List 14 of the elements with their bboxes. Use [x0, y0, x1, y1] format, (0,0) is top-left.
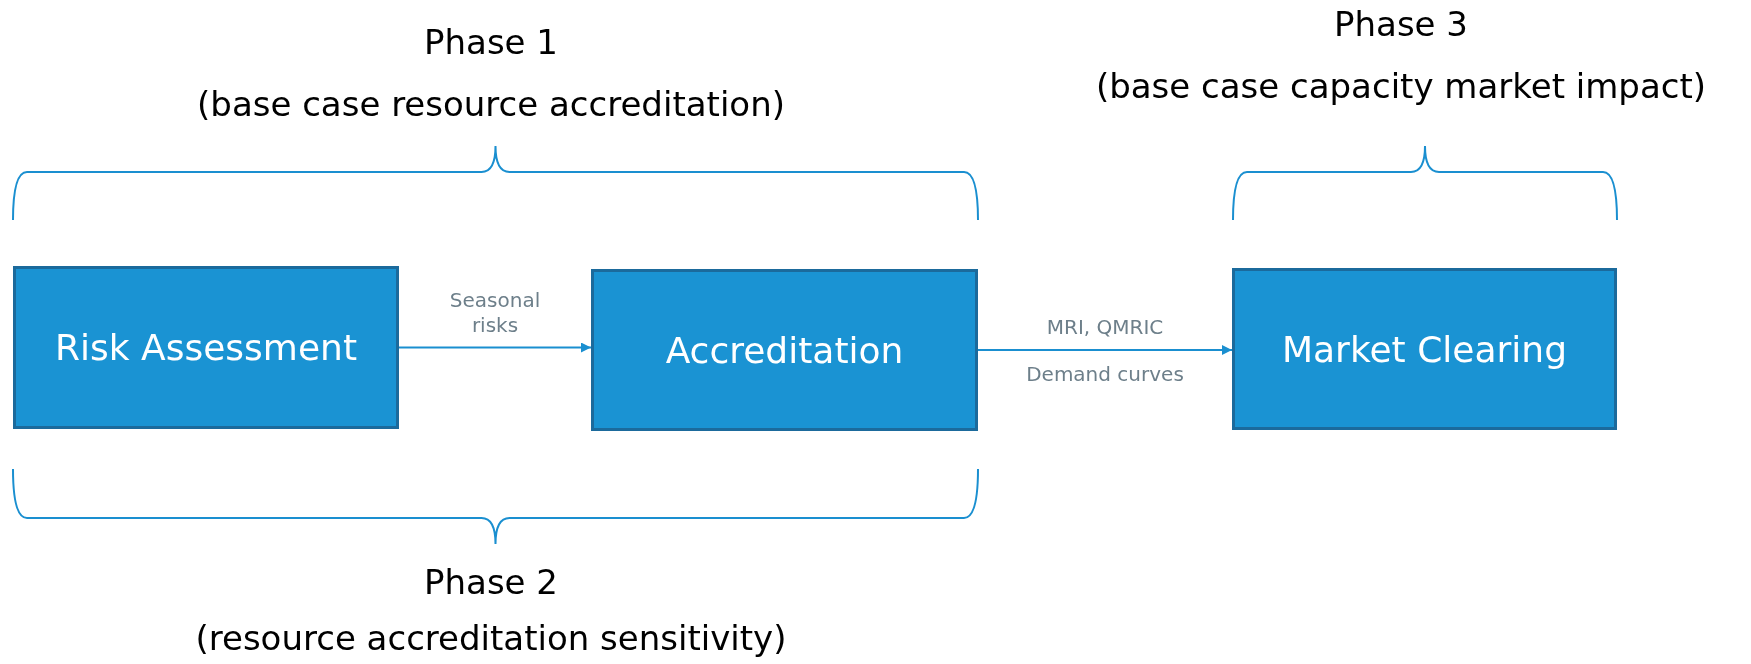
phase-heading: Phase 1 — [424, 22, 558, 62]
process-box — [1232, 268, 1617, 430]
phase-description: (base case resource accreditation) — [197, 84, 785, 124]
phase-heading: Phase 3 — [1334, 4, 1468, 44]
process-box — [591, 269, 978, 431]
arrow — [977, 345, 1233, 355]
box-label: Market Clearing — [1282, 328, 1567, 370]
box-label: Risk Assessment — [55, 327, 357, 368]
process-box — [13, 266, 399, 429]
phase-description: (base case capacity market impact) — [1095, 66, 1707, 106]
phase-description: (resource accreditation sensitivity) — [195, 618, 787, 658]
box-label: Accreditation — [665, 329, 904, 371]
arrow — [398, 342, 592, 353]
phase-heading: Phase 2 — [424, 562, 558, 602]
